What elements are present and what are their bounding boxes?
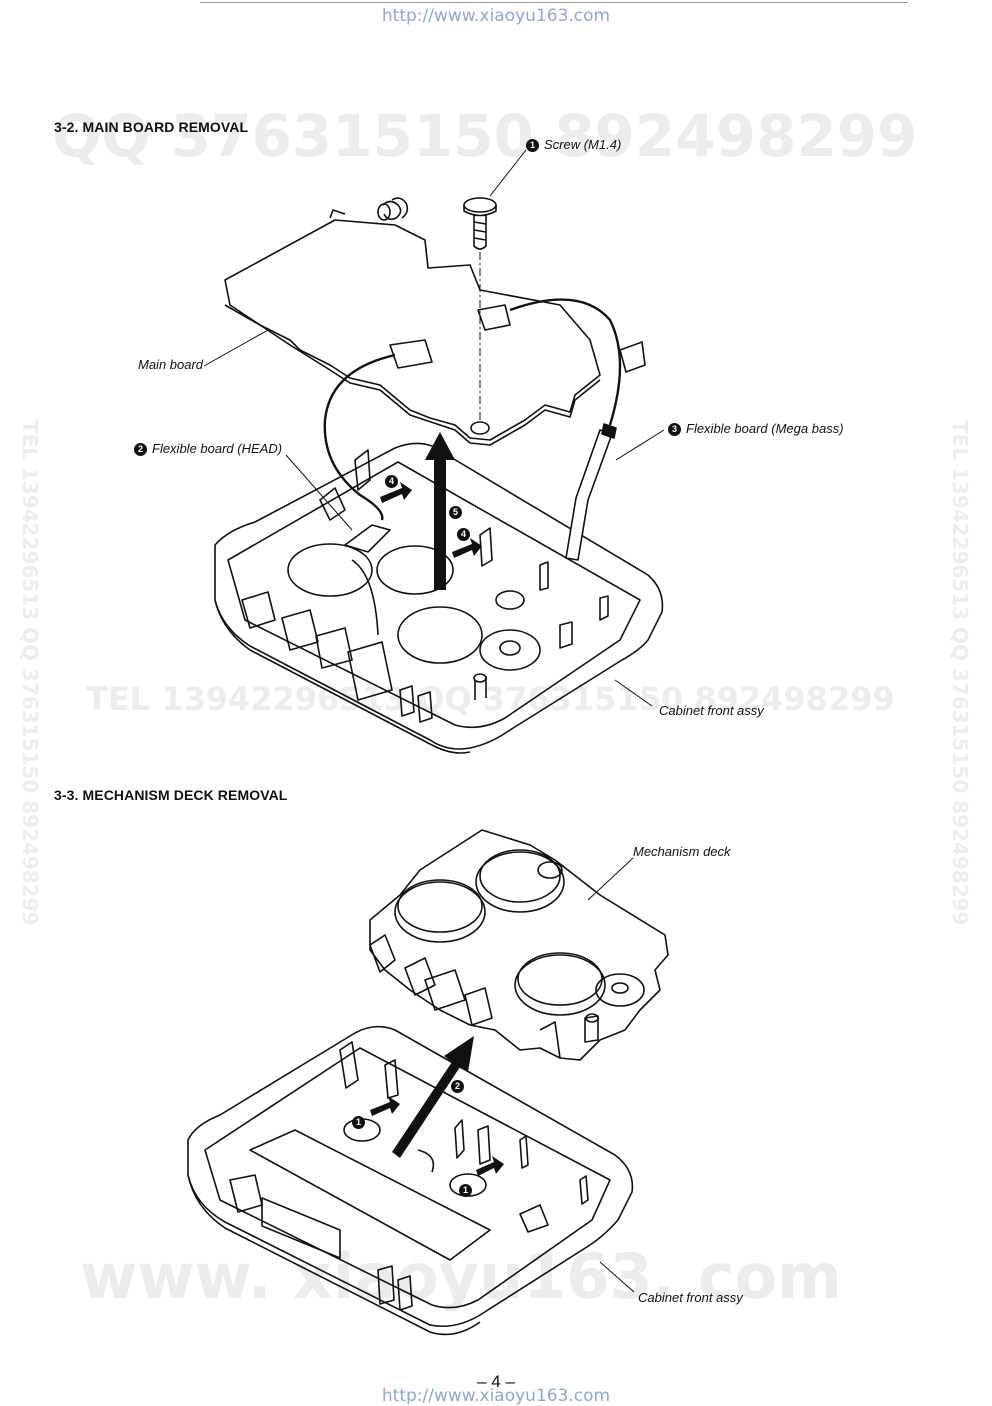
section-title-main-board-removal: 3-2. MAIN BOARD REMOVAL: [54, 119, 249, 135]
step-marker: 4: [385, 473, 403, 488]
step-marker: 2: [451, 1078, 469, 1093]
screw-m1-4: [463, 197, 497, 250]
label-cabinet-front-assy-2: Cabinet front assy: [638, 1290, 743, 1305]
watermark-middle: TEL 13942296513 QQ 376315150 892498299: [86, 680, 895, 718]
cabinet-front-assy-2: [187, 1025, 634, 1336]
main-board-outline: [224, 197, 646, 446]
label-cabinet-front-assy-1: Cabinet front assy: [659, 703, 764, 718]
top-rule: [200, 2, 908, 3]
label-mechanism-deck: Mechanism deck: [633, 844, 731, 859]
deck-lift-arrow: [392, 1036, 474, 1158]
step-marker: 1: [459, 1182, 477, 1197]
mechanism-deck: [369, 829, 669, 1061]
footer-url[interactable]: http://www.xiaoyu163.com: [381, 1386, 611, 1406]
label-main-board: Main board: [138, 357, 204, 372]
section-title-mechanism-deck-removal: 3-3. MECHANISM DECK REMOVAL: [54, 787, 288, 803]
watermark-top: QQ 376315150 892498299: [52, 102, 918, 170]
cabinet-front-assy-1: [214, 442, 664, 754]
lift-arrow: [425, 432, 455, 590]
step-marker: 4: [457, 526, 475, 541]
step-marker: 1: [352, 1114, 370, 1129]
header-url[interactable]: http://www.xiaoyu163.com: [381, 6, 611, 26]
step-marker: 5: [449, 504, 467, 519]
page-number: – 4 –: [477, 1372, 515, 1391]
